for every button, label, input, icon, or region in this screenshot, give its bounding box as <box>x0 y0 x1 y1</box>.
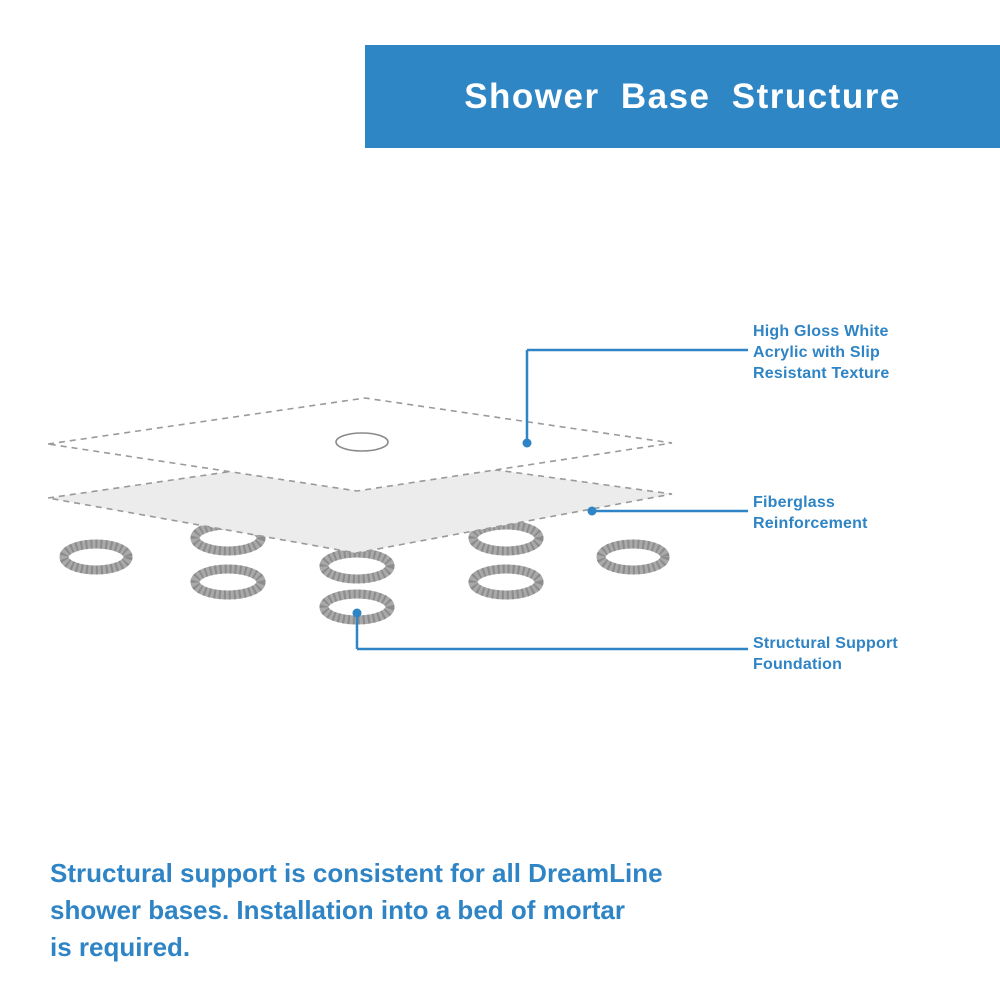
title-banner: Shower Base Structure <box>365 45 1000 148</box>
support-ring <box>319 548 395 584</box>
acrylic-layer <box>47 397 673 492</box>
label-fiberglass: Fiberglass Reinforcement <box>753 494 868 532</box>
label-acrylic: High Gloss White Acrylic with Slip Resis… <box>753 323 890 382</box>
footer-note: Structural support is consistent for all… <box>50 858 663 962</box>
connector-dot <box>352 608 362 618</box>
connector-dot <box>587 506 597 516</box>
drain-ellipse <box>335 432 389 452</box>
connector-line <box>525 348 748 443</box>
page-title: Shower Base Structure <box>464 76 901 116</box>
connector-dot <box>522 438 532 448</box>
support-ring <box>59 539 133 575</box>
support-ring <box>190 564 266 600</box>
support-ring <box>468 520 544 556</box>
connector-line <box>355 613 748 651</box>
label-support: Structural Support Foundation <box>753 635 898 673</box>
support-ring <box>596 539 670 575</box>
support-ring <box>468 564 544 600</box>
